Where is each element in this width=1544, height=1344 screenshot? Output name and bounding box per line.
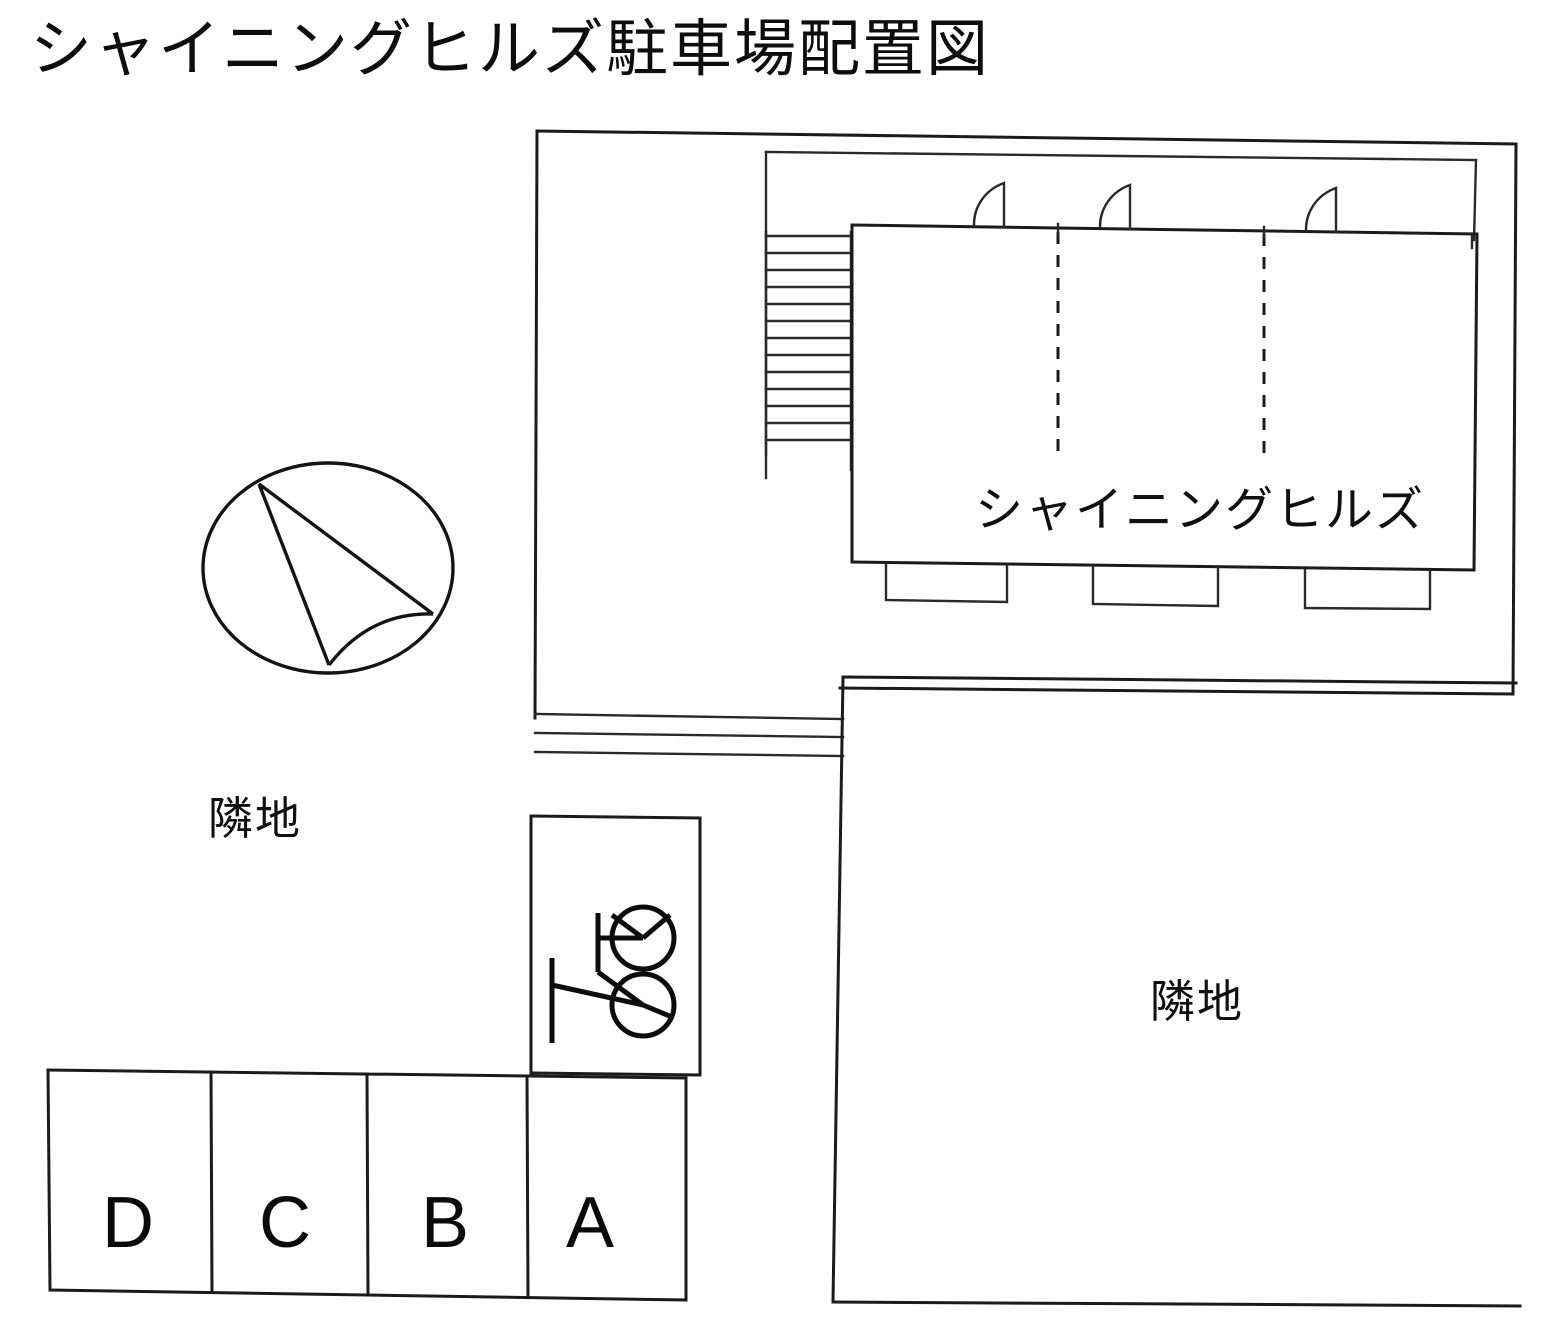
dashed-unit-divider — [1056, 232, 1266, 457]
parking-stall-label-d: D — [102, 1183, 154, 1263]
neighbor-label-left: 隣地 — [208, 792, 303, 845]
balcony-icon — [884, 562, 1432, 611]
bicycle-icon — [549, 904, 677, 1043]
north-arrow-icon — [201, 461, 455, 675]
building-footprint — [850, 223, 1479, 572]
bicycle-parking-area — [529, 814, 702, 1077]
page-title: シャイニングヒルズ駐車場配置図 — [30, 12, 991, 85]
stairs-icon — [764, 230, 853, 472]
building-edge-ticks — [1056, 222, 1474, 250]
neighbor-label-right: 隣地 — [1150, 975, 1245, 1028]
parking-stall-label-a: A — [565, 1183, 615, 1263]
parking-stall-row — [46, 1068, 688, 1302]
property-boundary-upper — [533, 129, 1518, 720]
inner-court-outline — [764, 150, 1478, 480]
building-name-label: シャイニングヒルズ — [975, 482, 1426, 538]
neighbor-parcel-right — [831, 675, 1522, 1308]
door-swing-icon — [972, 181, 1338, 234]
parking-stall-label-b: B — [420, 1183, 470, 1263]
driveway-lines — [533, 712, 845, 758]
parking-stall-label-c: C — [259, 1183, 311, 1263]
